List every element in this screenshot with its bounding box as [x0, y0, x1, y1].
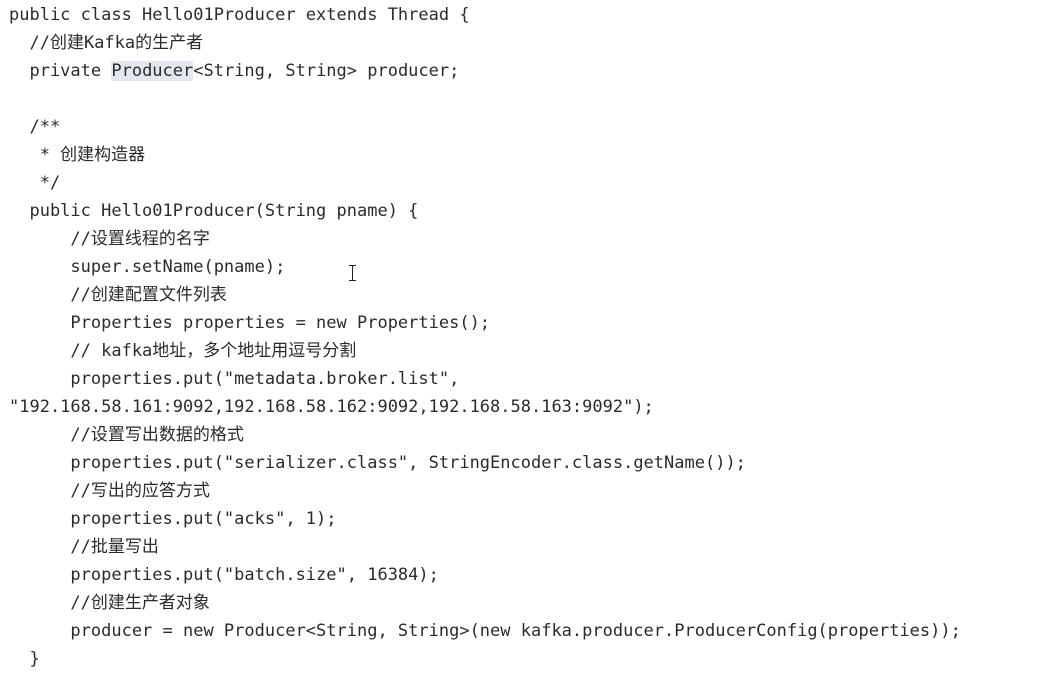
code-line-19: properties.put("acks", 1);: [9, 509, 337, 529]
code-line-11: //创建配置文件列表: [9, 285, 227, 305]
code-line-13: // kafka地址，多个地址用逗号分割: [9, 341, 357, 361]
code-line-14: properties.put("metadata.broker.list",: [9, 369, 460, 389]
code-line-5: /**: [9, 117, 61, 137]
code-line-9: //设置线程的名字: [9, 229, 210, 249]
code-line-3-suffix: <String, String> producer;: [193, 61, 460, 81]
code-line-23: producer = new Producer<String, String>(…: [9, 621, 961, 641]
highlighted-word: Producer: [111, 61, 194, 81]
code-line-17: properties.put("serializer.class", Strin…: [9, 453, 746, 473]
code-line-24: }: [9, 649, 40, 669]
code-line-3: private Producer<String, String> produce…: [9, 57, 459, 85]
code-line-2: //创建Kafka的生产者: [9, 33, 204, 53]
code-line-1: public class Hello01Producer extends Thr…: [9, 5, 470, 25]
code-line-22: //创建生产者对象: [9, 593, 210, 613]
code-line-18: //写出的应答方式: [9, 481, 210, 501]
code-line-8: public Hello01Producer(String pname) {: [9, 201, 419, 221]
code-line-7: */: [9, 173, 61, 193]
code-line-12: Properties properties = new Properties()…: [9, 313, 491, 333]
code-line-3-prefix: private: [9, 61, 112, 81]
code-line-15: "192.168.58.161:9092,192.168.58.162:9092…: [9, 397, 654, 417]
code-line-21: properties.put("batch.size", 16384);: [9, 565, 439, 585]
text-cursor-icon: [348, 264, 357, 282]
code-line-16: //设置写出数据的格式: [9, 425, 244, 445]
code-line-20: //批量写出: [9, 537, 159, 557]
code-line-10: super.setName(pname);: [9, 257, 286, 277]
code-line-6: * 创建构造器: [9, 145, 146, 165]
